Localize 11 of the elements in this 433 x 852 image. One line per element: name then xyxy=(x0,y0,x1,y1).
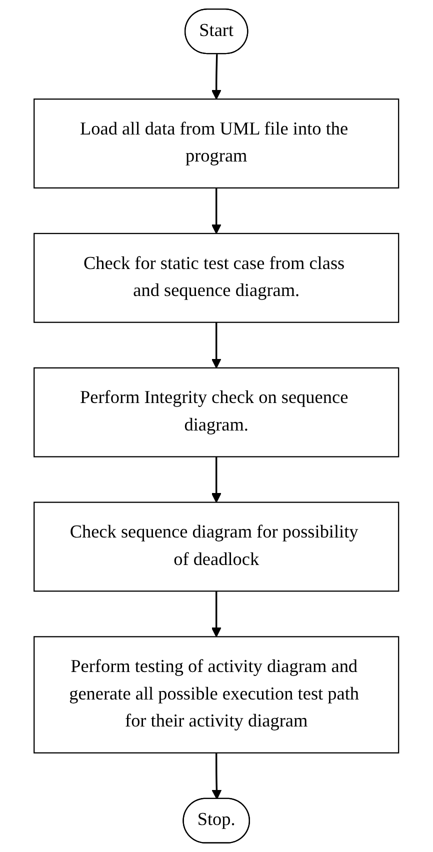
node-box: Perform testing of activity diagram and generate all possible execution test path for their activity diagram xyxy=(34,636,400,754)
node-box: Check for static test case from class and sequence diagram. xyxy=(34,232,400,323)
arrow xyxy=(211,322,222,368)
arrow xyxy=(211,54,222,100)
node-box: Load all data from UML file into the program xyxy=(34,98,400,189)
arrow xyxy=(212,752,222,800)
node-box: Check sequence diagram for possibility of deadlock xyxy=(34,502,400,592)
arrow xyxy=(211,591,222,638)
arrow xyxy=(211,188,222,234)
node-box: Perform Integrity check on sequence diagram. xyxy=(34,367,400,458)
arrow xyxy=(211,456,222,503)
